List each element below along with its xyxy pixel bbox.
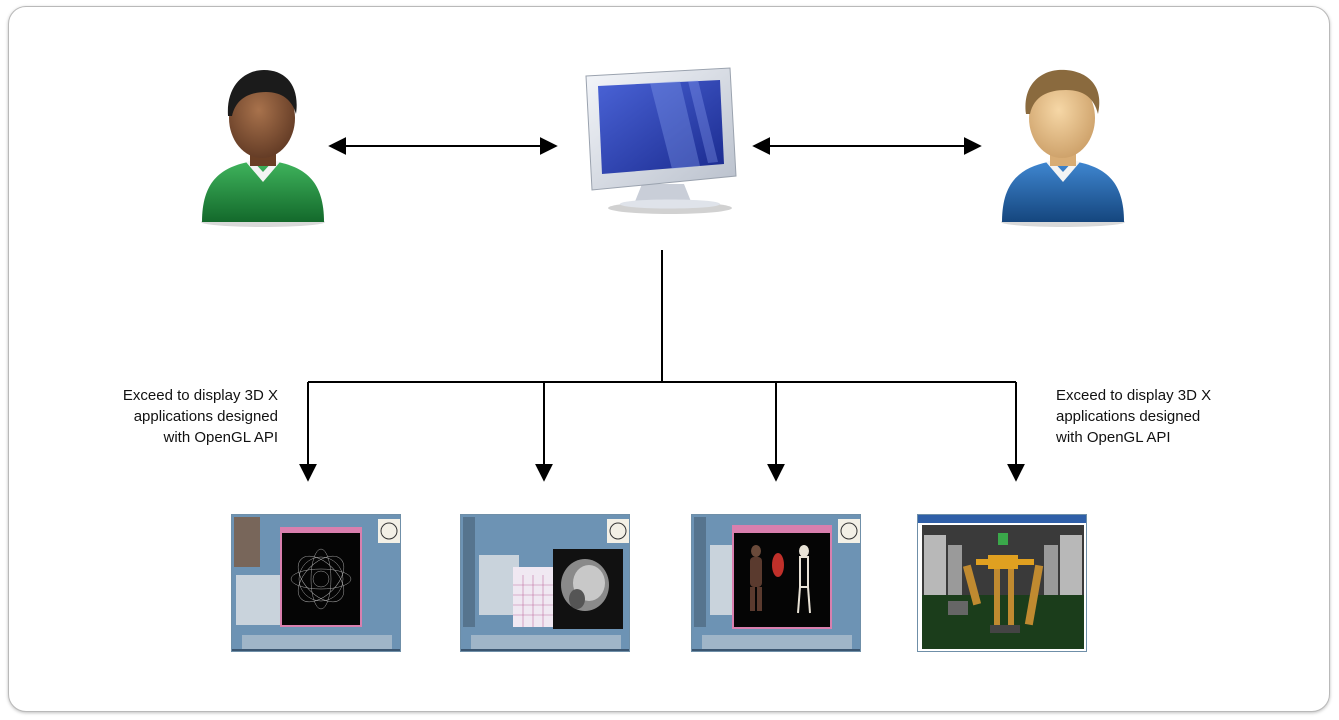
caption-right-line-1: Exceed to display 3D X	[1056, 387, 1212, 404]
caption-left-line-3: with OpenGL API	[163, 429, 278, 446]
caption-left: Exceed to display 3D X applications desi…	[48, 385, 278, 448]
screenshot-anatomy-viewer-app	[691, 514, 861, 652]
caption-right: Exceed to display 3D X applications desi…	[1056, 385, 1286, 448]
caption-left-line-2: applications designed	[133, 408, 278, 425]
user-green-shirt-icon	[201, 70, 325, 227]
monitor-icon	[585, 67, 737, 214]
caption-left-line-1: Exceed to display 3D X	[122, 387, 278, 404]
screenshot-mri-viewer-app	[460, 514, 630, 652]
user-blue-shirt-icon	[1001, 69, 1125, 227]
caption-right-line-2: applications designed	[1056, 408, 1201, 425]
caption-right-line-3: with OpenGL API	[1056, 429, 1171, 446]
screenshot-spirograph-app	[231, 514, 401, 652]
screenshot-robot-game-app	[917, 514, 1087, 652]
